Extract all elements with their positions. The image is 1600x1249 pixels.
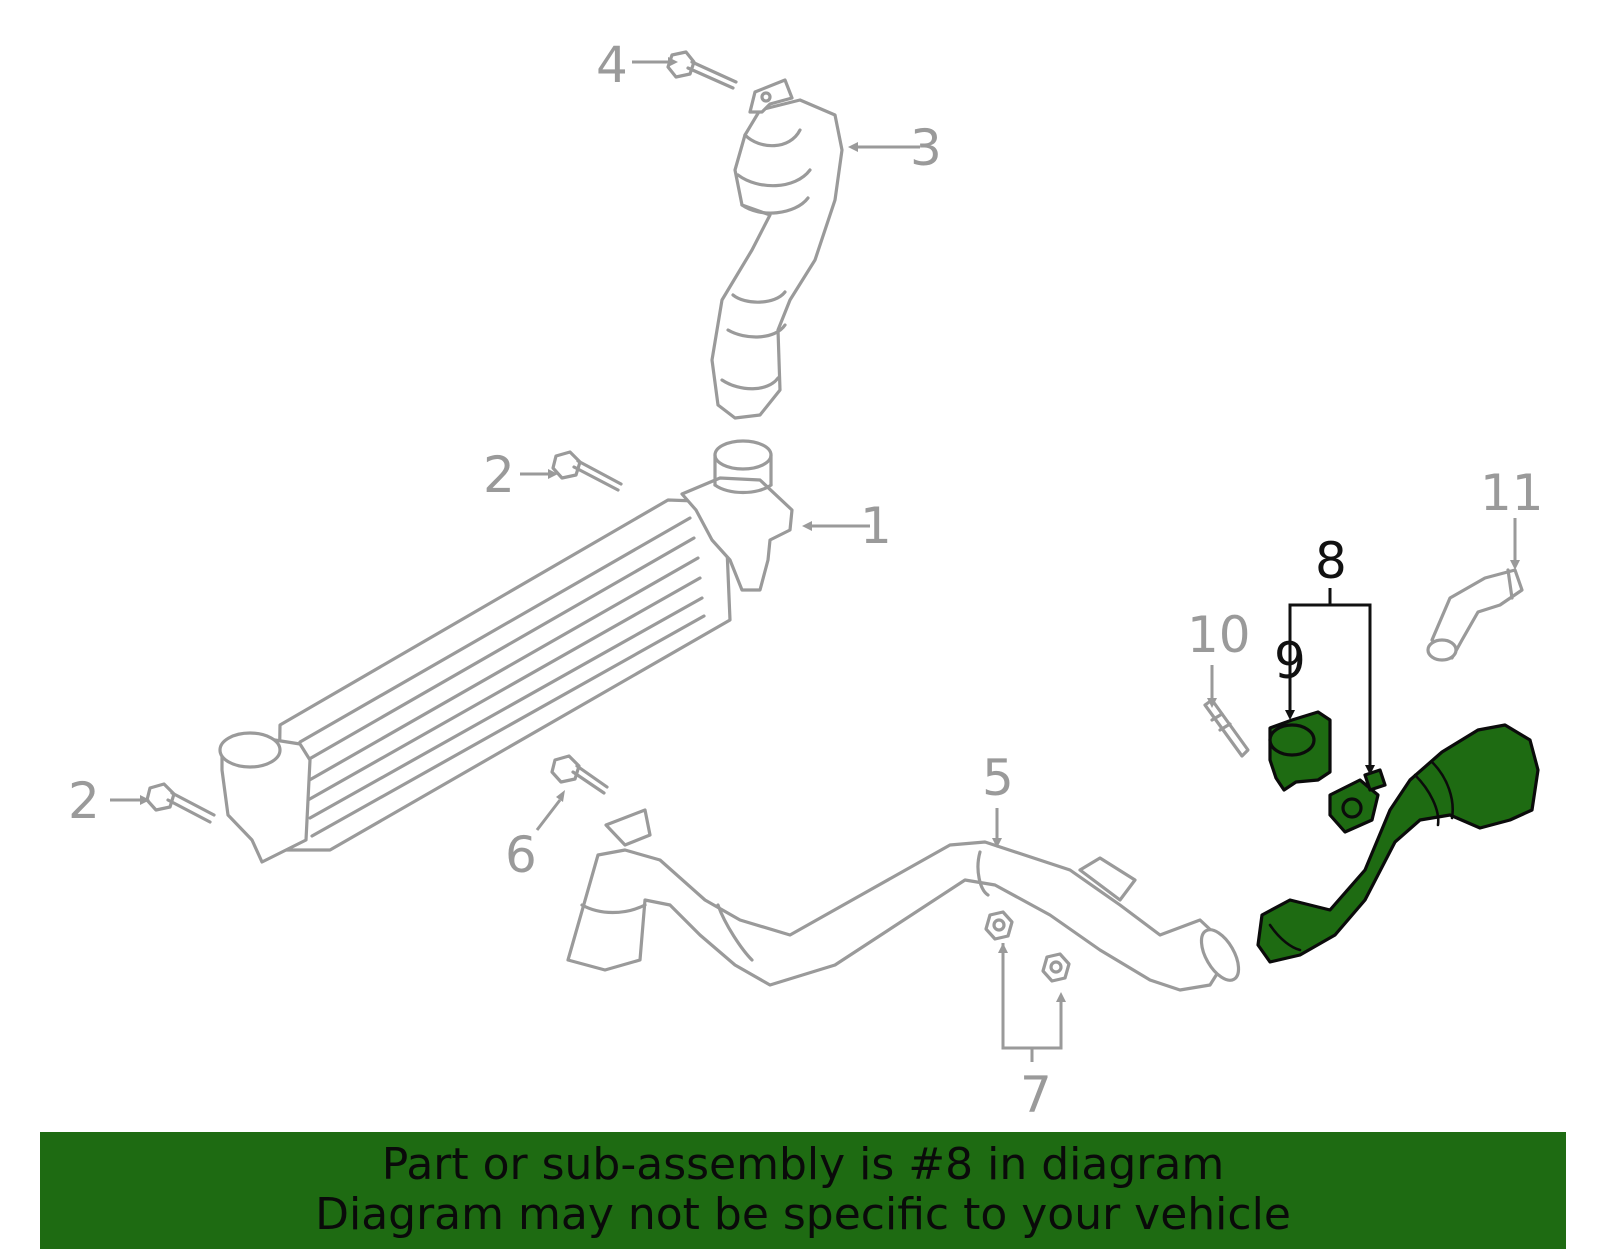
callout-1: 1 [860,497,892,555]
callout-4: 4 [596,36,628,94]
banner-line-2: Diagram may not be specific to your vehi… [315,1189,1291,1240]
part-7-nut-a[interactable] [984,910,1014,941]
part-6-bolt[interactable] [550,754,609,795]
callout-8: 8 [1315,532,1347,590]
part-10-pin[interactable] [1203,698,1250,758]
callout-2-upper: 2 [483,446,515,504]
info-banner: Part or sub-assembly is #8 in diagram Di… [40,1132,1566,1249]
part-8-outlet-hose[interactable] [1256,723,1540,964]
banner-line-1: Part or sub-assembly is #8 in diagram [381,1139,1225,1190]
part-3-upper-hose[interactable] [710,78,844,420]
callout-7: 7 [1020,1066,1052,1124]
callout-6: 6 [505,826,537,884]
part-7-nut-b[interactable] [1041,952,1071,983]
part-9-connector[interactable] [1268,710,1332,792]
leader-lines [110,57,1520,1062]
part-5-lower-hose[interactable] [566,808,1246,992]
part-2-bolt-upper[interactable] [551,450,623,492]
part-4-bolt[interactable] [666,50,738,90]
callout-11: 11 [1480,464,1544,522]
parts-diagram: 4 3 2 1 2 6 5 7 10 11 8 9 [68,36,1544,1124]
part-11-small-hose[interactable] [1426,568,1524,662]
callout-2-lower: 2 [68,772,100,830]
callout-10: 10 [1187,606,1251,664]
callout-5: 5 [982,749,1014,807]
part-1-intercooler[interactable] [218,439,794,864]
part-2-bolt-lower[interactable] [145,782,216,824]
callout-3: 3 [910,119,942,177]
callout-9: 9 [1274,632,1306,690]
